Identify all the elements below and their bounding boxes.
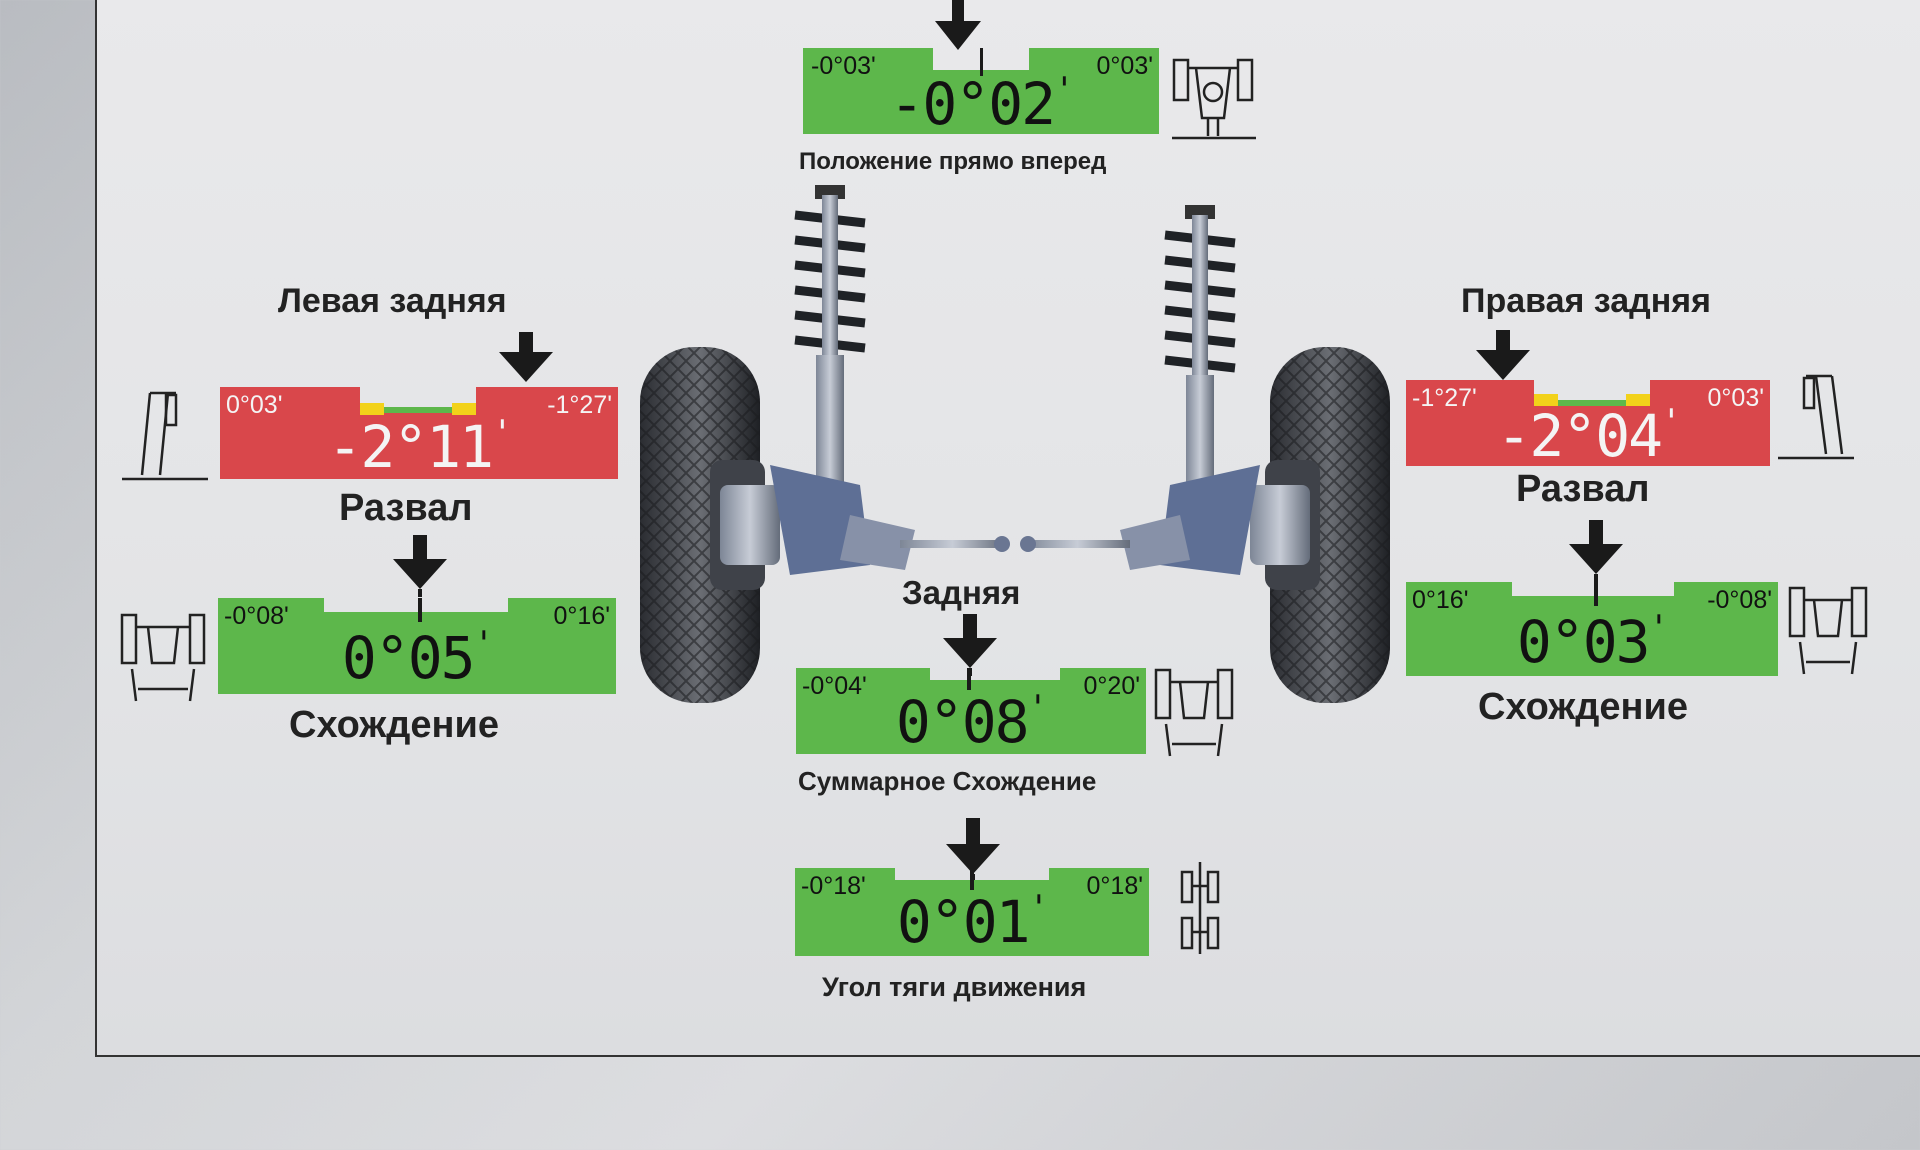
left-camber-gauge: 0°03' -1°27' -2°11' — [220, 387, 618, 481]
down-arrow-icon — [935, 0, 981, 50]
range-max: 0°18' — [1086, 872, 1143, 900]
gauge-value: 0°08 — [895, 688, 1030, 756]
gauge-prime: ' — [492, 413, 513, 453]
range-max: 0°16' — [553, 602, 610, 630]
gauge-value: -2°04 — [1496, 402, 1663, 470]
gauge-prime: ' — [1054, 70, 1075, 110]
left-rear-title: Левая задняя — [278, 282, 507, 320]
wheel-toe-icon — [1788, 586, 1868, 675]
gauge-prime: ' — [1648, 608, 1670, 648]
wheel-toe-icon — [1154, 668, 1234, 757]
range-min: -0°18' — [801, 872, 866, 900]
steering-icon — [1172, 58, 1256, 140]
right-rear-title: Правая задняя — [1461, 282, 1711, 320]
total-toe-gauge: -0°04' 0°20' 0°08' — [796, 668, 1146, 756]
range-min: -1°27' — [1412, 384, 1477, 412]
gauge-value: -0°02 — [889, 70, 1056, 138]
down-arrow-icon — [499, 332, 553, 382]
down-arrow-icon — [943, 614, 997, 676]
down-arrow-icon — [393, 535, 447, 597]
down-arrow-icon — [1569, 520, 1623, 582]
range-max: -1°27' — [547, 391, 612, 419]
gauge-prime: ' — [473, 624, 495, 664]
range-max: 0°03' — [1096, 52, 1153, 80]
rear-title: Задняя — [902, 574, 1021, 611]
wheel-camber-icon — [122, 391, 208, 481]
gauge-value: -2°11 — [327, 413, 494, 481]
front-caption: Положение прямо вперед — [799, 148, 1107, 175]
range-min: -0°08' — [224, 602, 289, 630]
range-min: -0°03' — [811, 52, 876, 80]
gauge-value: 0°03 — [1516, 608, 1651, 676]
left-camber-caption: Развал — [339, 487, 473, 529]
range-min: 0°16' — [1412, 586, 1469, 614]
left-toe-gauge: -0°08' 0°16' 0°05' — [218, 598, 616, 694]
right-toe-gauge: 0°16' -0°08' 0°03' — [1406, 582, 1778, 676]
range-max: 0°03' — [1707, 384, 1764, 412]
wheel-camber-icon — [1778, 374, 1854, 460]
gauge-value: 0°05 — [341, 624, 476, 692]
gauge-prime: ' — [1028, 888, 1050, 928]
right-camber-gauge: -1°27' 0°03' -2°04' — [1406, 380, 1770, 470]
right-camber-caption: Развал — [1516, 468, 1650, 510]
range-max: 0°20' — [1083, 672, 1140, 700]
down-arrow-icon — [1476, 330, 1530, 380]
thrust-caption: Угол тяги движения — [822, 972, 1087, 1002]
gauge-prime: ' — [1661, 402, 1682, 442]
gauge-value: 0°01 — [896, 888, 1031, 956]
range-max: -0°08' — [1707, 586, 1772, 614]
suspension-illustration — [640, 185, 1390, 703]
range-min: -0°04' — [802, 672, 867, 700]
left-toe-caption: Схождение — [289, 704, 499, 746]
thrust-gauge: -0°18' 0°18' 0°01' — [795, 868, 1149, 956]
wheel-toe-icon — [120, 613, 206, 702]
front-gauge: -0°03' 0°03' -0°02' — [803, 48, 1159, 138]
gauge-prime: ' — [1027, 688, 1049, 728]
thrust-icon — [1180, 862, 1220, 954]
range-min: 0°03' — [226, 391, 283, 419]
total-toe-caption: Суммарное Схождение — [798, 766, 1097, 796]
right-toe-caption: Схождение — [1478, 686, 1688, 728]
